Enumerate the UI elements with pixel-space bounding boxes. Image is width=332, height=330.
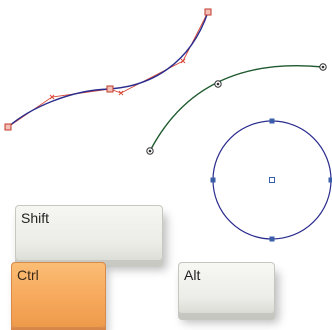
control-handle-icon[interactable] [49, 94, 55, 100]
circle-center-handle-icon[interactable] [269, 177, 275, 183]
anchor-point-icon[interactable] [106, 85, 114, 93]
alt-key[interactable]: Alt [178, 262, 275, 314]
control-handle-icon[interactable] [118, 90, 124, 96]
smooth-node-icon[interactable] [146, 147, 154, 155]
anchor-point-icon[interactable] [204, 8, 212, 16]
circle-left-handle-icon[interactable] [210, 177, 216, 183]
circle-top-handle-icon[interactable] [269, 118, 275, 124]
anchor-point-icon[interactable] [4, 123, 12, 131]
smooth-node-icon[interactable] [214, 80, 222, 88]
ctrl-key-label: Ctrl [17, 267, 39, 283]
smooth-node-icon[interactable] [319, 63, 327, 71]
shift-key-label: Shift [21, 210, 50, 226]
ctrl-key[interactable]: Ctrl [11, 262, 106, 328]
circle-bottom-handle-icon[interactable] [269, 236, 275, 242]
control-polygon-line [7, 11, 209, 128]
bezier-curve-path[interactable] [7, 11, 209, 128]
circle-right-handle-icon[interactable] [328, 177, 332, 183]
circle-shape-group [210, 118, 332, 242]
shift-key[interactable]: Shift [15, 205, 163, 261]
control-handle-icon[interactable] [180, 58, 186, 64]
arc-curve-path[interactable] [149, 65, 324, 152]
arc-curve-group [146, 63, 327, 155]
bezier-curve-group [4, 8, 212, 131]
alt-key-label: Alt [184, 267, 201, 283]
